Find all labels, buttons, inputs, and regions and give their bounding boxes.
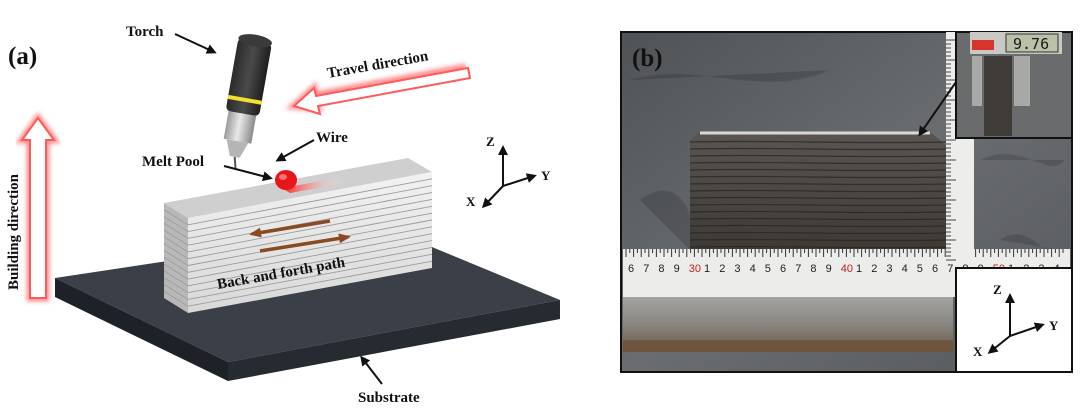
wire-label: Wire (316, 130, 348, 146)
ruler-number: 2 (719, 263, 725, 275)
torch-label: Torch (126, 24, 164, 40)
ruler-number: 1 (856, 263, 862, 275)
caliper-reading: 9.76 (1013, 35, 1049, 53)
axis-x-label-b: X (973, 344, 983, 359)
ruler-number: 3 (886, 263, 892, 275)
ruler-number: 5 (765, 263, 771, 275)
axis-z-label-a: Z (486, 134, 495, 149)
back-forth-path-arrows (249, 219, 351, 253)
torch (223, 34, 272, 170)
ruler-number: 1 (704, 263, 710, 275)
deposited-block-photo (689, 131, 947, 250)
ruler-number: 6 (628, 263, 634, 275)
panel-b-label: (b) (632, 45, 663, 72)
caliper-inset: 9.76 (955, 31, 1073, 139)
melt-pool (275, 170, 297, 190)
ruler-number: 9 (674, 263, 680, 275)
panel-b: 67893012345678940123456789501234 9.76 (620, 31, 1073, 373)
panel-a: (a) Building direction Back and forth (6, 24, 560, 406)
ruler-number: 2 (871, 263, 877, 275)
axis-z-label-b: Z (993, 282, 1002, 297)
building-direction-label: Building direction (6, 173, 22, 290)
ruler-number: 3 (734, 263, 740, 275)
axis-y-label-b: Y (1049, 318, 1059, 333)
axes-inset-b: Z Y X (955, 267, 1073, 373)
travel-direction-arrow (285, 63, 472, 116)
substrate-label: Substrate (358, 390, 420, 406)
melt-pool-label: Melt Pool (142, 154, 204, 170)
caliper-display (1005, 33, 1059, 53)
axis-y-label-a: Y (541, 168, 551, 183)
ruler-number: 4 (902, 263, 908, 275)
building-direction-arrow (15, 112, 61, 302)
ruler-number: 8 (810, 263, 816, 275)
panel-a-label: (a) (8, 43, 37, 70)
ruler-number: 7 (643, 263, 649, 275)
axes-triad-a (481, 145, 537, 209)
ruler-number: 7 (795, 263, 801, 275)
ruler-tens-number: 40 (841, 263, 853, 275)
ruler-tens-number: 30 (689, 263, 701, 275)
ruler-number: 6 (932, 263, 938, 275)
ruler-number: 9 (826, 263, 832, 275)
axis-x-label-a: X (466, 194, 476, 209)
ruler-number: 7 (947, 263, 953, 275)
ruler-number: 6 (780, 263, 786, 275)
baseplate-photo (623, 292, 953, 352)
ruler-number: 4 (750, 263, 756, 275)
ruler-number: 8 (658, 263, 664, 275)
ruler-number: 5 (917, 263, 923, 275)
